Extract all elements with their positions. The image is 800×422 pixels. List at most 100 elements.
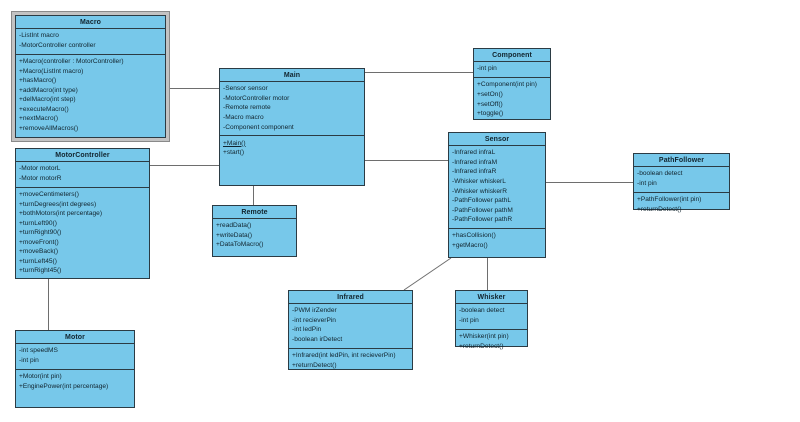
method-row: +EnginePower(int percentage): [19, 382, 109, 390]
class-name-infrared: Infrared: [289, 291, 412, 304]
attribute-row: -PWM irZender: [292, 307, 337, 315]
method-row: +Macro(ListInt macro): [19, 67, 84, 75]
attribute-row: -Whisker whiskerR: [452, 187, 507, 195]
attribute-row: -MotorController motor: [223, 94, 290, 102]
attribute-row: -boolean irDetect: [292, 336, 343, 344]
class-box-main[interactable]: Main -Sensor sensor -MotorController mot…: [219, 68, 365, 186]
class-methods-motor: +Motor(int pin) +EnginePower(int percent…: [16, 370, 134, 395]
class-attributes-macro: -ListInt macro -MotorController controll…: [16, 29, 165, 55]
connector-main-remote: [253, 186, 254, 205]
class-box-motorcontroller[interactable]: MotorController -Motor motorL -Motor mot…: [15, 148, 150, 279]
class-name-motorcontroller: MotorController: [16, 149, 149, 162]
method-row: +writeData(): [216, 231, 253, 239]
class-box-component[interactable]: Component -int pin +Component(int pin) +…: [473, 48, 551, 120]
connector-main-sensor: [365, 160, 448, 161]
method-row: +removeAllMacros(): [19, 124, 79, 132]
class-methods-motorcontroller: +moveCentimeters() +turnDegrees(int degr…: [16, 188, 149, 279]
method-row: +setOff(): [477, 100, 503, 108]
method-row: +Main(): [223, 139, 246, 147]
class-attributes-motor: -int speedMS -int pin: [16, 344, 134, 370]
attribute-row: -int pin: [637, 179, 657, 187]
class-name-component: Component: [474, 49, 550, 62]
class-methods-remote: +readData() +writeData() +DataToMacro(): [213, 219, 296, 253]
class-box-whisker[interactable]: Whisker -boolean detect -int pin +Whiske…: [455, 290, 528, 350]
method-row: +addMacro(int type): [19, 86, 78, 94]
attribute-row: -PathFollower pathR: [452, 216, 513, 224]
method-row: +turnLeft90(): [19, 219, 57, 227]
method-row: +turnRight45(): [19, 267, 62, 275]
attribute-row: -boolean detect: [637, 170, 683, 178]
attribute-row: -int speedMS: [19, 347, 58, 355]
connector-sensor-whisker: [487, 258, 488, 290]
attribute-row: -ListInt macro: [19, 32, 59, 40]
method-row: +nextMacro(): [19, 115, 59, 123]
class-box-infrared[interactable]: Infrared -PWM irZender -int recieverPin …: [288, 290, 413, 370]
attribute-row: -int pin: [459, 316, 479, 324]
method-row: +start(): [223, 149, 245, 157]
class-methods-sensor: +hasCollision() +getMacro(): [449, 229, 545, 254]
connector-macro-main: [170, 88, 220, 89]
attribute-row: -int pin: [477, 65, 497, 73]
method-row: +toggle(): [477, 110, 504, 118]
attribute-row: -Infrared infraL: [452, 149, 496, 157]
class-name-main: Main: [220, 69, 364, 82]
connector-main-component: [365, 72, 473, 73]
class-attributes-motorcontroller: -Motor motorL -Motor motorR: [16, 162, 149, 188]
class-methods-whisker: +Whisker(int pin) +returnDetect(): [456, 330, 527, 355]
method-row: +moveCentimeters(): [19, 190, 79, 198]
method-row: +Whisker(int pin): [459, 332, 509, 340]
connector-sensor-pathfollower: [546, 182, 633, 183]
method-row: +returnDetect(): [459, 342, 504, 350]
class-name-macro: Macro: [16, 16, 165, 29]
attribute-row: -PathFollower pathM: [452, 206, 513, 214]
attribute-row: -boolean detect: [459, 307, 505, 315]
method-row: +hasCollision(): [452, 232, 496, 240]
attribute-row: -Whisker whiskerL: [452, 178, 506, 186]
class-box-sensor[interactable]: Sensor -Infrared infraL -Infrared infraM…: [448, 132, 546, 258]
class-methods-macro: +Macro(controller : MotorController) +Ma…: [16, 55, 165, 137]
method-row: +hasMacro(): [19, 77, 57, 85]
method-row: +DataToMacro(): [216, 241, 264, 249]
method-row: +delMacro(int step): [19, 96, 76, 104]
class-box-pathfollower[interactable]: PathFollower -boolean detect -int pin +P…: [633, 153, 730, 213]
class-methods-main: +Main() +start(): [220, 136, 364, 161]
method-row: +setOn(): [477, 90, 503, 98]
method-row: +Motor(int pin): [19, 372, 62, 380]
class-attributes-whisker: -boolean detect -int pin: [456, 304, 527, 330]
class-attributes-infrared: -PWM irZender -int recieverPin -int ledP…: [289, 304, 412, 349]
attribute-row: -Motor motorL: [19, 165, 61, 173]
attribute-row: -int recieverPin: [292, 316, 336, 324]
class-name-motor: Motor: [16, 331, 134, 344]
method-row: +bothMotors(int percentage): [19, 210, 103, 218]
method-row: +turnLeft45(): [19, 257, 57, 265]
connector-motorcontroller-main: [150, 165, 220, 166]
method-row: +getMacro(): [452, 241, 488, 249]
class-attributes-component: -int pin: [474, 62, 550, 79]
class-name-sensor: Sensor: [449, 133, 545, 146]
connector-motorcontroller-motor: [48, 278, 49, 330]
class-attributes-main: -Sensor sensor -MotorController motor -R…: [220, 82, 364, 137]
class-box-macro[interactable]: Macro -ListInt macro -MotorController co…: [15, 15, 166, 138]
method-row: +returnDetect(): [637, 205, 682, 213]
attribute-row: -Component component: [223, 123, 294, 131]
class-methods-pathfollower: +PathFollower(int pin) +returnDetect(): [634, 193, 729, 218]
method-row: +Macro(controller : MotorController): [19, 57, 124, 65]
attribute-row: -int ledPin: [292, 326, 322, 334]
method-row: +executeMacro(): [19, 105, 69, 113]
method-row: +turnDegrees(int degrees): [19, 200, 97, 208]
attribute-row: -int pin: [19, 356, 39, 364]
attribute-row: -Infrared infraR: [452, 168, 497, 176]
attribute-row: -MotorController controller: [19, 41, 96, 49]
attribute-row: -Remote remote: [223, 104, 271, 112]
class-name-remote: Remote: [213, 206, 296, 219]
class-name-pathfollower: PathFollower: [634, 154, 729, 167]
attribute-row: -PathFollower pathL: [452, 197, 512, 205]
attribute-row: -Sensor sensor: [223, 85, 268, 93]
class-box-remote[interactable]: Remote +readData() +writeData() +DataToM…: [212, 205, 297, 257]
class-box-motor[interactable]: Motor -int speedMS -int pin +Motor(int p…: [15, 330, 135, 408]
attribute-row: -Macro macro: [223, 114, 264, 122]
class-methods-component: +Component(int pin) +setOn() +setOff() +…: [474, 78, 550, 122]
class-name-whisker: Whisker: [456, 291, 527, 304]
